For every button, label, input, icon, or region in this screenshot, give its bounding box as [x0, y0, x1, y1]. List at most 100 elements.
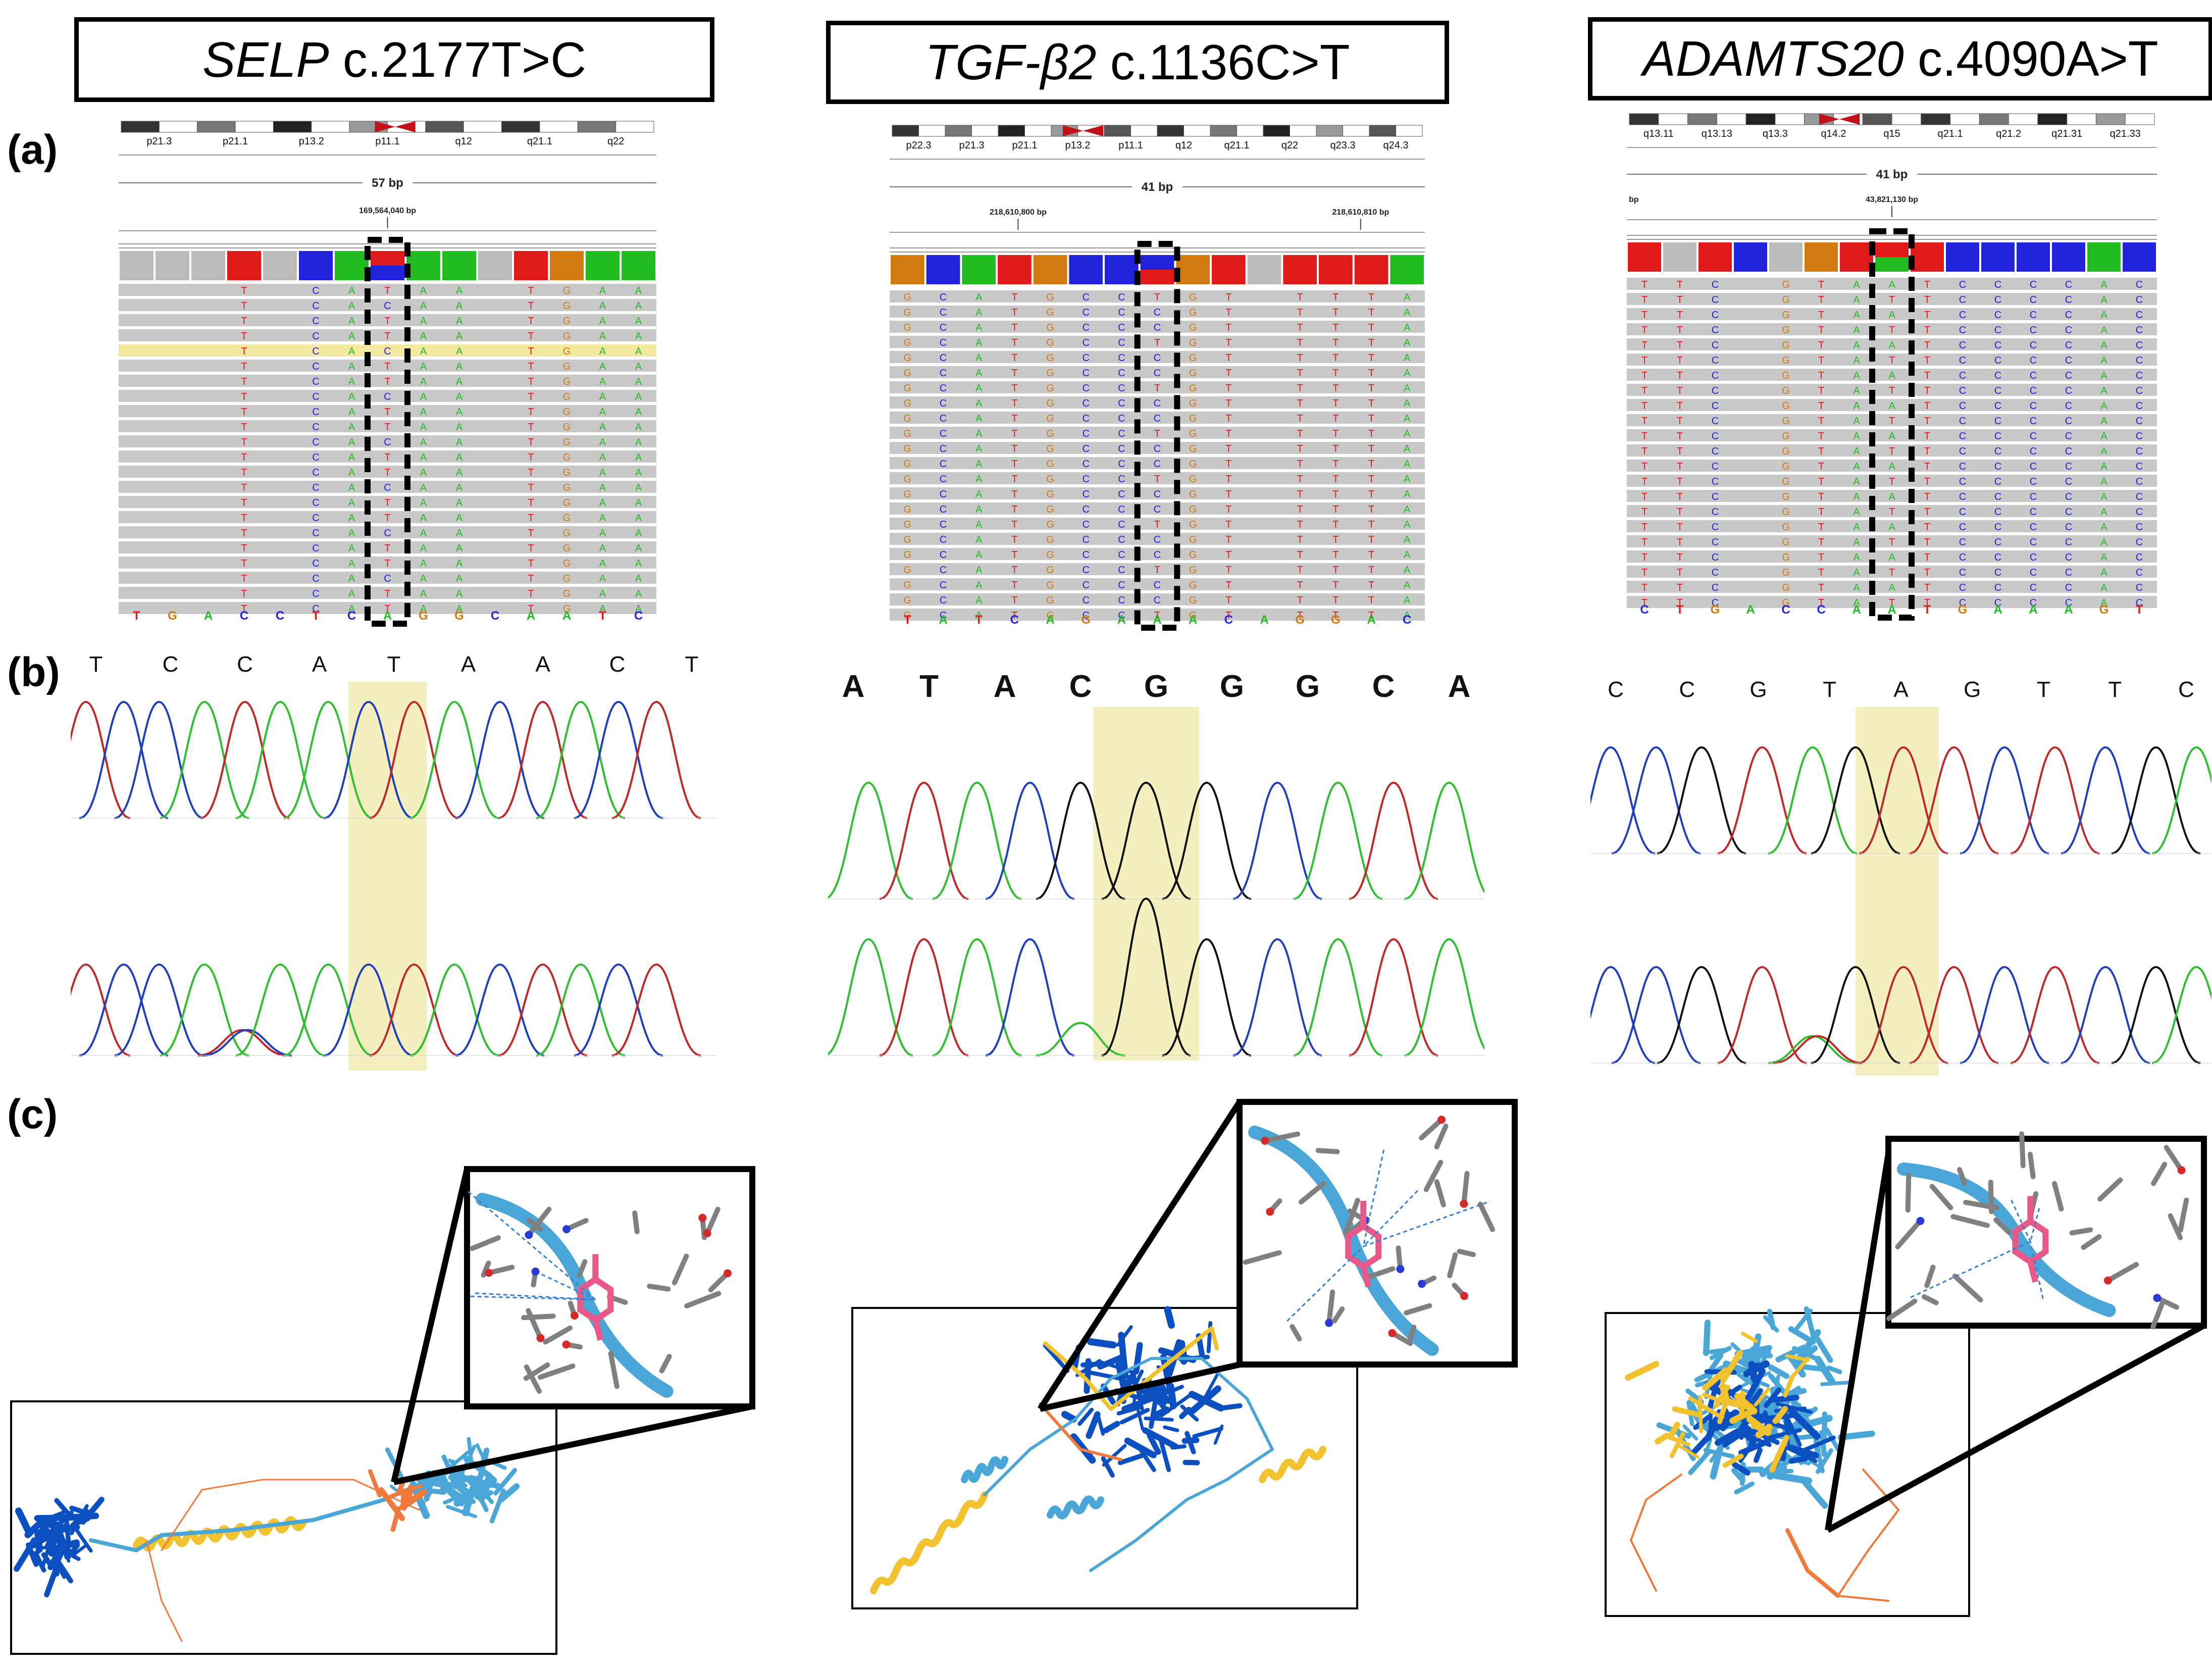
read-base: T	[1641, 279, 1648, 290]
read-base: T	[1641, 461, 1648, 472]
read-base: G	[904, 398, 912, 409]
trace-peak	[283, 963, 373, 1056]
beta-strand	[1152, 1406, 1171, 1419]
read-base: C	[384, 482, 391, 493]
read-base: C	[2136, 491, 2143, 502]
read-base: T	[1297, 413, 1303, 424]
read-base: T	[1297, 534, 1303, 545]
read-base: A	[456, 437, 463, 448]
read-row	[1627, 550, 2157, 563]
read-base: A	[2100, 552, 2107, 563]
residue-stick	[526, 1218, 544, 1232]
read-base: G	[563, 482, 571, 493]
residue-stick	[1457, 1248, 1476, 1257]
h-bond	[1362, 1149, 1385, 1247]
read-base: A	[456, 316, 463, 327]
ref-base: A	[1153, 613, 1161, 627]
atom	[698, 1214, 707, 1222]
trace-peak	[2111, 966, 2201, 1064]
read-base: A	[1853, 294, 1860, 306]
cytoband	[159, 121, 198, 133]
read-base: T	[1332, 443, 1339, 454]
read-base: C	[2030, 355, 2037, 366]
read-base: C	[2136, 294, 2143, 306]
ref-base: A	[2064, 603, 2073, 617]
ref-base: C	[1010, 613, 1019, 627]
beta-strand	[1750, 1388, 1763, 1404]
cytoband-label: q23.3	[1330, 140, 1355, 151]
read-base: C	[1118, 580, 1125, 591]
read-base: T	[384, 422, 390, 433]
read-base: T	[1225, 459, 1231, 470]
read-base: C	[1959, 416, 1966, 427]
read-base: G	[904, 413, 912, 424]
read-base: G	[1046, 565, 1054, 576]
read-base: C	[1994, 385, 2001, 396]
read-base: C	[2030, 279, 2037, 290]
panel-label-c: (c)	[7, 1091, 58, 1137]
trace-peak	[536, 963, 626, 1056]
read-base: A	[2100, 446, 2107, 457]
read-base: T	[1924, 416, 1930, 427]
read-base: T	[1677, 597, 1683, 609]
residue-stick	[1326, 1289, 1335, 1326]
read-base: A	[599, 361, 606, 372]
read-base: C	[312, 422, 319, 433]
read-base: A	[1404, 610, 1411, 621]
read-base: T	[1297, 428, 1303, 439]
trace-peak	[824, 938, 913, 1056]
read-base: A	[456, 513, 463, 524]
read-base: T	[1332, 474, 1339, 485]
read-base: T	[1818, 416, 1824, 427]
read-base: C	[1118, 337, 1125, 348]
read-base: A	[420, 346, 427, 357]
trace-peak	[824, 781, 913, 900]
read-base: A	[420, 543, 427, 554]
read-base: T	[384, 467, 390, 478]
read-base: A	[975, 565, 983, 576]
read-base: C	[1082, 368, 1089, 379]
read-base: C	[384, 437, 391, 448]
read-base: A	[1404, 595, 1411, 606]
cytoband-label: q22	[607, 136, 624, 147]
coverage-box	[550, 251, 584, 280]
read-base: A	[599, 497, 606, 509]
read-base: T	[1641, 597, 1648, 609]
read-base: C	[2030, 446, 2037, 457]
beta-strand	[1087, 1338, 1117, 1349]
read-base: C	[1118, 474, 1125, 485]
read-base: A	[1404, 383, 1411, 394]
read-base: T	[1011, 519, 1017, 530]
beta-strand	[1182, 1459, 1200, 1466]
read-base: C	[2065, 507, 2072, 518]
helix-turn	[994, 1456, 1008, 1470]
read-base: T	[241, 467, 247, 478]
beta-strand	[1187, 1403, 1202, 1414]
read-base: T	[1641, 400, 1648, 412]
read-base: C	[1082, 595, 1089, 606]
read-base: T	[1011, 383, 1017, 394]
read-base: A	[348, 452, 355, 463]
read-base: C	[1712, 355, 1719, 366]
trace-peak	[1611, 746, 1701, 854]
read-base: C	[2065, 355, 2072, 366]
coverage-box	[371, 266, 404, 280]
read-base: C	[2065, 461, 2072, 472]
trace-peak	[1162, 781, 1252, 900]
read-base: C	[1154, 352, 1161, 364]
read-base: T	[1818, 294, 1824, 306]
beta-strand	[1717, 1396, 1730, 1425]
read-base: A	[2100, 537, 2107, 548]
read-base: C	[2136, 400, 2143, 412]
read-base: C	[312, 467, 319, 478]
read-base: A	[2100, 522, 2107, 533]
read-base: A	[456, 452, 463, 463]
read-base: T	[1677, 522, 1683, 533]
beta-strand	[1741, 1332, 1758, 1343]
read-base: T	[1011, 337, 1017, 348]
cytoband	[1629, 113, 1659, 125]
coverage-box	[299, 251, 333, 280]
read-base: C	[1712, 370, 1719, 381]
